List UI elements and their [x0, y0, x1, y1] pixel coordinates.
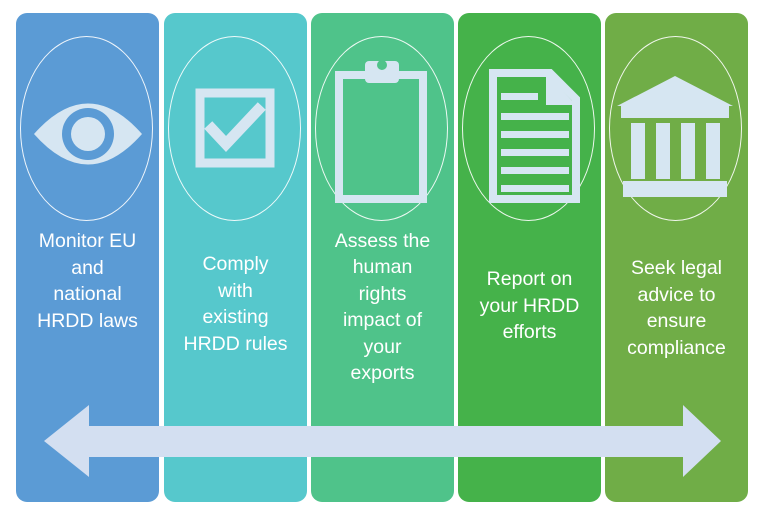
step-panel: Assess the human rights impact of your export…: [311, 13, 454, 502]
step-label-line: existing: [202, 306, 269, 328]
step-label-line: human: [352, 256, 413, 278]
step-label-line: efforts: [502, 321, 557, 344]
step-panel: Seek legal advice to ensure compliance: [605, 13, 748, 502]
step-label-line: your HRDD: [479, 294, 580, 317]
step-label: Assess the human rights impact of your export…: [315, 228, 450, 387]
checkbox-icon: [195, 88, 275, 168]
step-panel: Report on your HRDD efforts: [458, 13, 601, 502]
step-label-line: Monitor EU: [38, 230, 137, 252]
step-label-line: rights: [358, 282, 407, 305]
step-label-line: Report on: [486, 268, 573, 291]
step-label-line: advice to: [637, 283, 716, 306]
step-label-line: Seek legal: [630, 257, 723, 279]
icon-circle: [462, 36, 595, 221]
step-label-line: HRDD laws: [37, 309, 138, 332]
bank-building-icon: [617, 76, 733, 197]
step-label-line: your: [363, 335, 402, 358]
step-label-line: compliance: [627, 336, 726, 359]
step-label: Seek legal advice to ensure compliance: [609, 255, 744, 361]
step-label-line: exports: [350, 362, 415, 384]
step-label-line: HRDD rules: [183, 332, 288, 355]
step-label-line: with: [218, 279, 253, 302]
document-icon: [489, 69, 580, 203]
icon-circle: [20, 36, 153, 221]
step-label: Report on your HRDD efforts: [462, 266, 597, 346]
step-label-line: Assess the: [334, 229, 431, 252]
step-label-line: national: [53, 283, 122, 305]
step-label-line: and: [71, 256, 104, 279]
step-label-line: Comply: [202, 253, 269, 275]
step-label-line: ensure: [646, 310, 707, 332]
icon-circle: [315, 36, 448, 221]
step-label-line: impact of: [342, 309, 423, 331]
icon-circle: [609, 36, 742, 221]
icon-circle: [168, 36, 301, 221]
clipboard-icon: [335, 60, 427, 203]
eye-icon: [34, 103, 142, 165]
